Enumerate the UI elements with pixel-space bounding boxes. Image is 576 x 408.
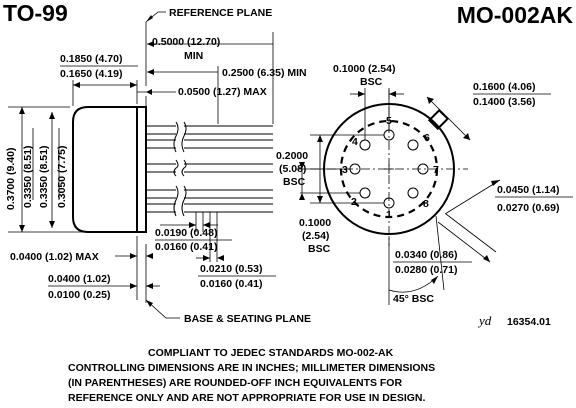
outline-name: MO-002AK xyxy=(457,2,574,28)
pin-8-label: 8 xyxy=(423,198,429,210)
pin-7-label: 7 xyxy=(433,164,439,176)
dim-body-dia-max: 0.3350 (8.51) xyxy=(38,146,50,208)
dim-pin-circle-a: 0.2000 xyxy=(276,150,308,162)
angle-arc xyxy=(388,275,439,293)
dim-body-dia-min: 0.3050 (7.75) xyxy=(56,146,68,208)
dim-tab-thk-min: 0.0280 (0.71) xyxy=(395,264,457,276)
orientation-tab xyxy=(427,108,450,131)
dim-outer-dia-min: 0.3350 (8.51) xyxy=(22,146,34,208)
note-line-3: (IN PARENTHESES) ARE ROUNDED-OFF INCH EQ… xyxy=(68,377,402,389)
can-flange xyxy=(136,106,147,233)
dim-lead2-max: 0.0210 (0.53) xyxy=(200,263,262,275)
note-line-2: CONTROLLING DIMENSIONS ARE IN INCHES; MI… xyxy=(68,362,435,374)
dim-cap-height-max: 0.1850 (4.70) xyxy=(60,53,122,65)
dim-tab-len-min: 0.0270 (0.69) xyxy=(497,202,559,214)
base-plane-label: BASE & SEATING PLANE xyxy=(184,313,311,325)
pin-1-label: 1 xyxy=(386,209,392,221)
drawing-number: 16354.01 xyxy=(507,316,551,328)
dim-outer-dia-max: 0.3700 (9.40) xyxy=(5,148,17,210)
dim-tab-thk-max: 0.0340 (0.86) xyxy=(395,249,457,261)
dim-lead-dia-min: 0.0160 (0.41) xyxy=(155,241,217,253)
dim-lead-dia-max: 0.0190 (0.48) xyxy=(155,227,217,239)
dim-flange2-max: 0.0400 (1.02) xyxy=(48,273,110,285)
dim-pitch-top-bsc: BSC xyxy=(360,76,383,88)
angle-label: 45° BSC xyxy=(393,293,434,305)
dim-lead2-min: 0.0160 (0.41) xyxy=(200,278,262,290)
dim-lead-length-min: MIN xyxy=(184,50,203,62)
package-name: TO-99 xyxy=(3,0,68,26)
dim-flange2-min: 0.0100 (0.25) xyxy=(48,289,110,301)
dim-lead-min: 0.2500 (6.35) MIN xyxy=(222,67,307,79)
dim-pin-circle-c: BSC xyxy=(283,176,306,188)
dim-pin-circle-b: (5.08) xyxy=(279,163,306,175)
dim-pitch-top: 0.1000 (2.54) xyxy=(333,63,395,75)
dim-flange-lead: 0.0500 (1.27) MAX xyxy=(178,86,267,98)
dim-tab-width-min: 0.1400 (3.56) xyxy=(473,96,535,108)
dim-flange: 0.0400 (1.02) MAX xyxy=(10,251,99,263)
bottom-view: 1 2 3 4 5 6 7 8 0.1000 (2.54) BSC 0.2000… xyxy=(276,63,573,305)
pin-2-label: 2 xyxy=(351,196,357,208)
drawing-initials: yd xyxy=(477,313,492,328)
side-view: REFERENCE PLANE 0.5000 (12.70) MIN 0.250… xyxy=(5,7,311,325)
dim-cap-height-min: 0.1650 (4.19) xyxy=(60,68,122,80)
reference-plane-leader xyxy=(145,11,166,23)
base-plane-leader xyxy=(145,299,180,319)
pin-3-label: 3 xyxy=(342,164,348,176)
dim-tab-width-max: 0.1600 (4.06) xyxy=(473,81,535,93)
reference-plane-label: REFERENCE PLANE xyxy=(169,7,272,19)
note-line-1: COMPLIANT TO JEDEC STANDARDS MO-002-AK xyxy=(148,347,394,359)
dim-tab-len-max: 0.0450 (1.14) xyxy=(497,184,559,196)
dim-lead-length: 0.5000 (12.70) xyxy=(152,36,220,48)
dim-pitch-left-b: (2.54) xyxy=(302,230,329,242)
pin-4-label: 4 xyxy=(352,136,358,148)
can-body xyxy=(72,106,138,233)
pin-6-label: 6 xyxy=(424,132,430,144)
leads xyxy=(146,121,273,217)
dim-pitch-left-a: 0.1000 xyxy=(299,217,331,229)
dim-pitch-left-c: BSC xyxy=(308,243,331,255)
note-line-4: REFERENCE ONLY AND ARE NOT APPROPRIATE F… xyxy=(68,392,426,404)
